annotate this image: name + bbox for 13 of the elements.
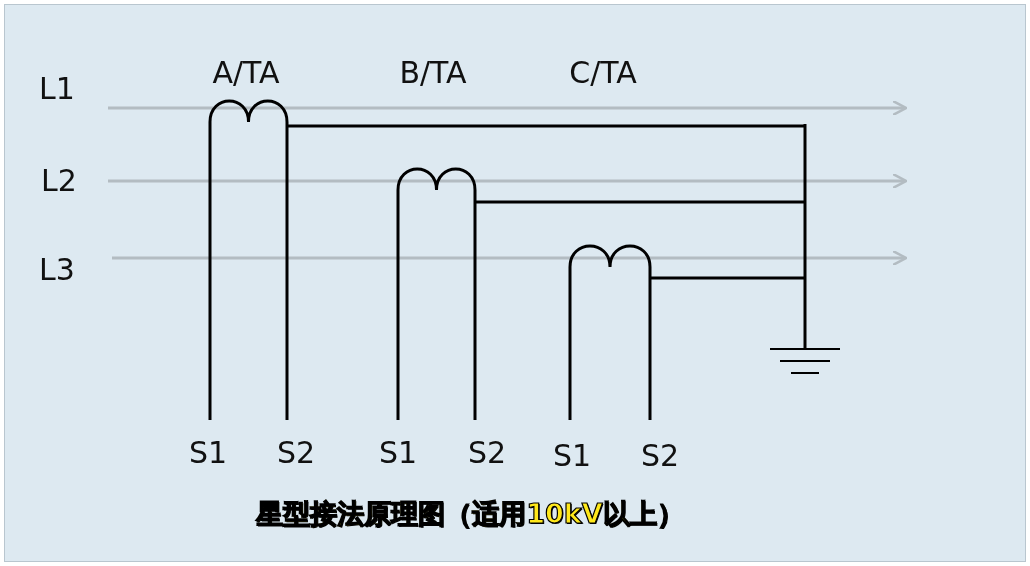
caption: 星型接法原理图（适用10kV以上）	[256, 497, 684, 531]
terminal-label: S1	[188, 434, 228, 470]
terminal-label: S2	[276, 434, 316, 470]
phase-label: L2	[41, 162, 77, 198]
terminal-label: S2	[640, 437, 680, 473]
terminal-label: S2	[467, 434, 507, 470]
terminal-label: S1	[552, 437, 592, 473]
phase-label: L1	[39, 70, 75, 106]
transformer-label: B/TA	[399, 54, 467, 90]
phase-label: L3	[39, 251, 75, 287]
transformer-label: C/TA	[569, 54, 637, 90]
terminal-label: S1	[378, 434, 418, 470]
transformer-label: A/TA	[212, 54, 280, 90]
